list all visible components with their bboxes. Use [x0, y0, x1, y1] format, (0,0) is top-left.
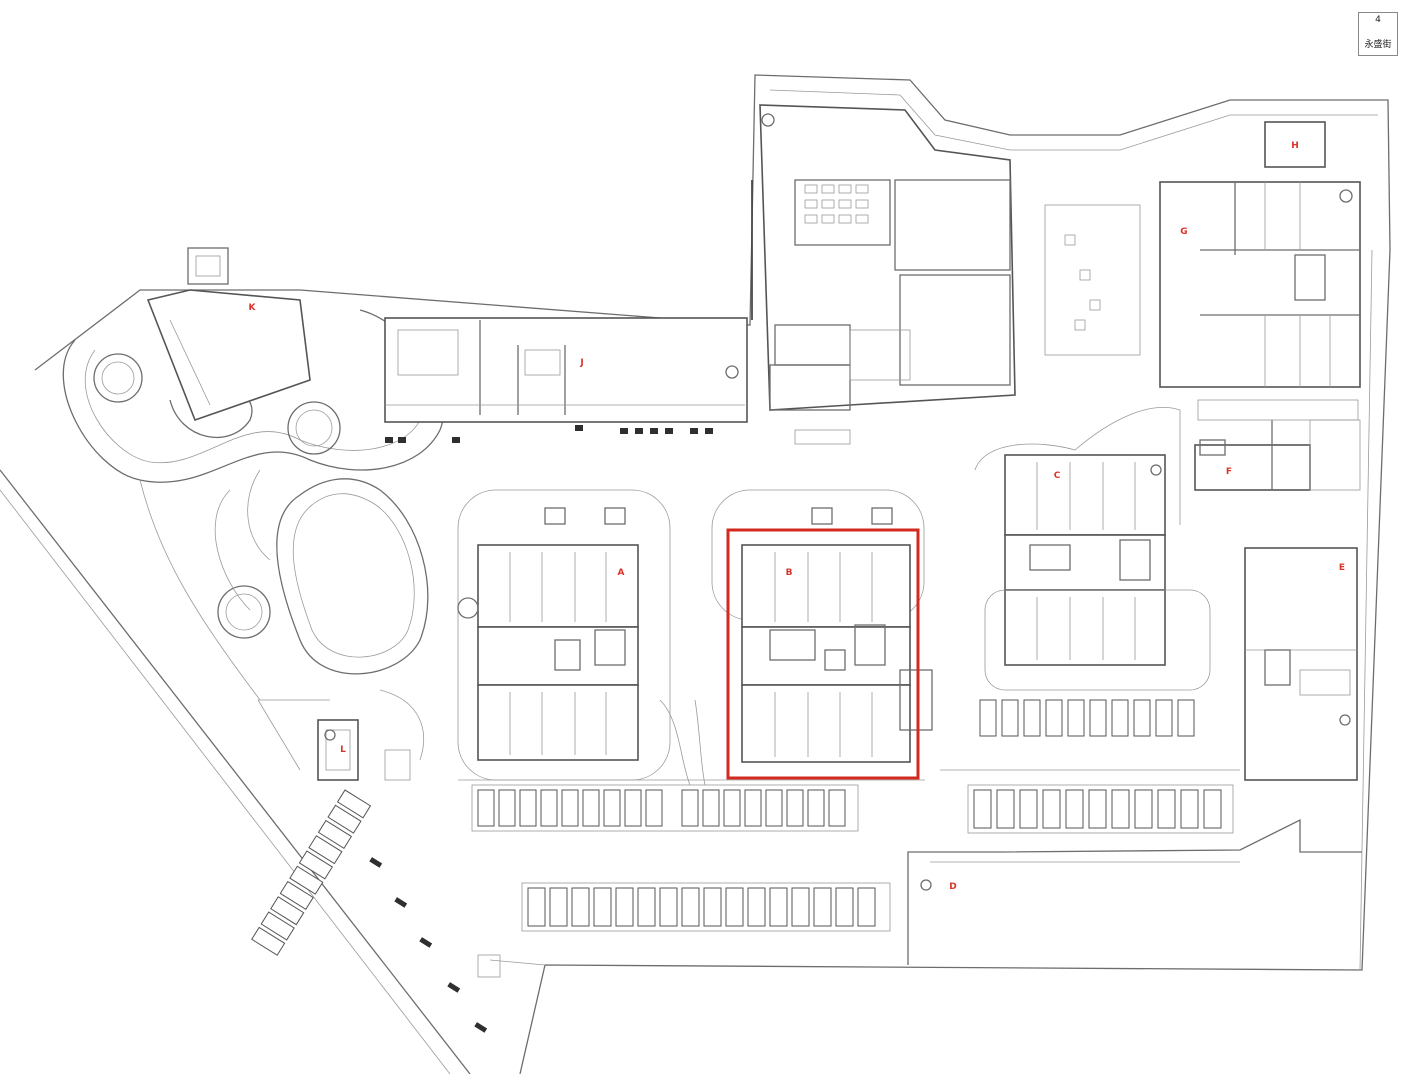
building-b: B — [711, 489, 933, 780]
building-label-f: F — [1226, 467, 1232, 477]
building-l: L — [251, 719, 488, 1033]
building-label-j: J — [579, 358, 583, 368]
building-h: H — [1264, 121, 1326, 168]
north-badge: 4 永盛街 — [1358, 12, 1398, 56]
parking-row-4 — [967, 784, 1234, 834]
building-g: G — [1159, 181, 1361, 388]
parking-row-1 — [471, 784, 859, 832]
building-label-l: L — [340, 745, 346, 755]
north-badge-symbol: 4 — [1375, 15, 1381, 25]
central-plaza — [1044, 204, 1141, 356]
site-paths — [384, 699, 1240, 978]
building-c: C — [974, 407, 1211, 691]
highlight-frame — [726, 528, 920, 780]
building-label-b: B — [786, 568, 793, 578]
building-j: J — [384, 317, 748, 443]
building-k: K — [146, 247, 311, 422]
building-label-k: K — [249, 303, 257, 313]
site-boundary — [0, 74, 1391, 1074]
building-label-a: A — [618, 568, 625, 578]
building-a: A — [457, 489, 671, 781]
building-label-e: E — [1339, 563, 1345, 573]
landscape-garden — [62, 309, 445, 771]
building-label-c: C — [1054, 471, 1061, 481]
north-badge-caption: 永盛街 — [1364, 40, 1392, 50]
parking-row-3 — [979, 699, 1195, 737]
building-label-h: H — [1291, 141, 1299, 151]
parking-row-2 — [521, 882, 891, 932]
building-label-g: G — [1180, 227, 1187, 237]
building-label-d: D — [949, 882, 956, 892]
building-f: F — [1194, 399, 1361, 491]
building-d: D — [907, 818, 1362, 965]
building-i — [751, 104, 1016, 445]
building-e: E — [1244, 547, 1358, 781]
